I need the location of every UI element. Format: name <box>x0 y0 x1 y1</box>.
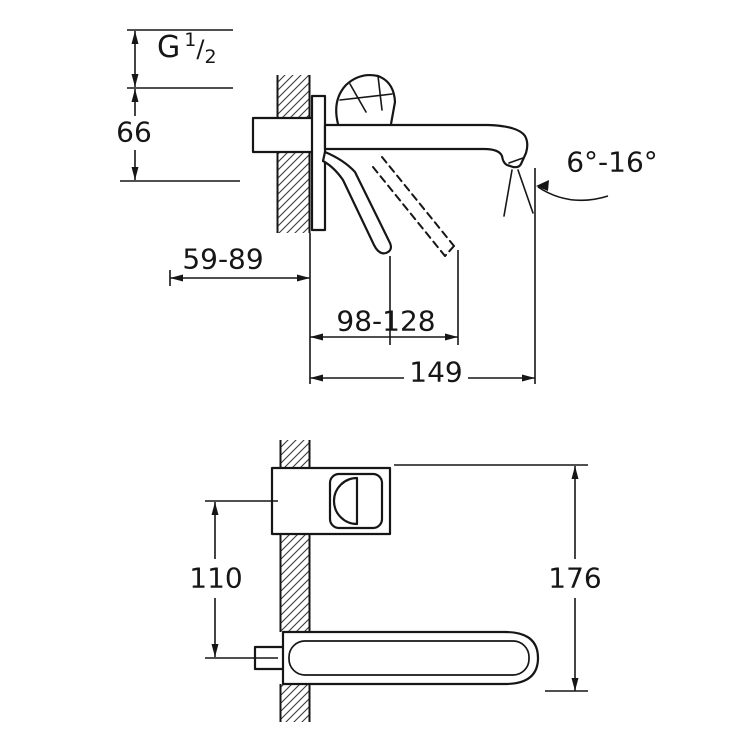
dim-label-98-128: 98-128 <box>336 305 435 338</box>
cartridge-detail <box>335 73 397 125</box>
water-stream <box>503 169 534 217</box>
dim-label-149: 149 <box>409 356 462 389</box>
spout-side-profile <box>323 123 529 169</box>
wall-hatch-top-view <box>276 75 311 233</box>
concealed-body <box>251 116 314 154</box>
dim-label-110: 110 <box>189 562 242 595</box>
dimension-98-128 <box>310 333 458 341</box>
trim-plate <box>310 94 327 232</box>
dimension-59-89 <box>170 274 310 282</box>
handle-knob-front <box>332 476 359 526</box>
spout-front <box>281 630 540 686</box>
dimension-149 <box>310 374 535 382</box>
lever-handle <box>321 150 393 255</box>
dimension-110 <box>205 500 278 659</box>
aerator-line <box>508 157 524 164</box>
lever-handle-alt-position <box>372 156 455 257</box>
dim-label-angle: 6°-16° <box>566 146 658 179</box>
wall-hatch-front-view <box>279 440 311 722</box>
front-view: 110 176 <box>189 440 602 722</box>
angle-arc-arrow <box>536 180 609 202</box>
spout-front-inner-contour <box>288 640 530 676</box>
left-dimensions <box>120 29 240 182</box>
dim-label-66: 66 <box>116 116 152 149</box>
dim-label-59-89: 59-89 <box>182 243 263 276</box>
dim-label-176: 176 <box>548 562 601 595</box>
dimension-176 <box>394 464 588 692</box>
